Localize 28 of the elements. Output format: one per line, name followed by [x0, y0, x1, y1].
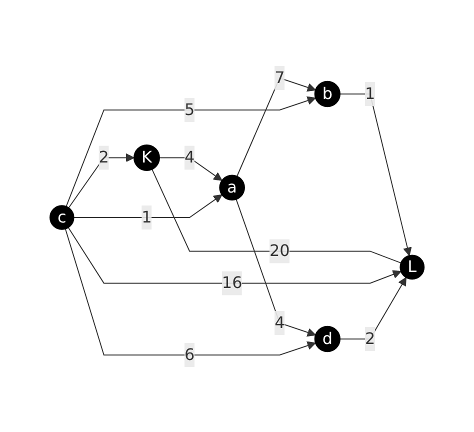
arrow — [68, 226, 402, 284]
node-circle: c — [49, 204, 74, 230]
edge-label: 1 — [364, 84, 376, 102]
edge-label: 4 — [274, 312, 285, 332]
node-circle: L — [400, 254, 425, 280]
connector — [152, 168, 402, 263]
arrow — [64, 228, 316, 355]
edge-label: 2 — [98, 147, 109, 166]
edge-label: 20 — [269, 240, 290, 260]
node-circle: d — [314, 325, 340, 352]
edge-label: 16 — [222, 272, 242, 292]
edge-label: 2 — [364, 328, 376, 348]
edge-label: 6 — [184, 344, 195, 364]
arrow — [236, 198, 316, 336]
arrow — [66, 96, 316, 206]
edge-label: 1 — [142, 206, 152, 226]
edge-label: 7 — [274, 68, 285, 86]
node-circle: a — [219, 174, 245, 200]
arrow — [236, 76, 316, 176]
edge-label: 5 — [184, 100, 195, 118]
node-circle: b — [314, 80, 340, 107]
edge-label: 4 — [184, 147, 195, 166]
arrow — [339, 93, 412, 256]
arrow — [339, 276, 406, 339]
arrow — [68, 152, 134, 208]
arrow — [73, 194, 222, 218]
arrow — [158, 156, 222, 180]
node-circle: K — [133, 144, 160, 170]
